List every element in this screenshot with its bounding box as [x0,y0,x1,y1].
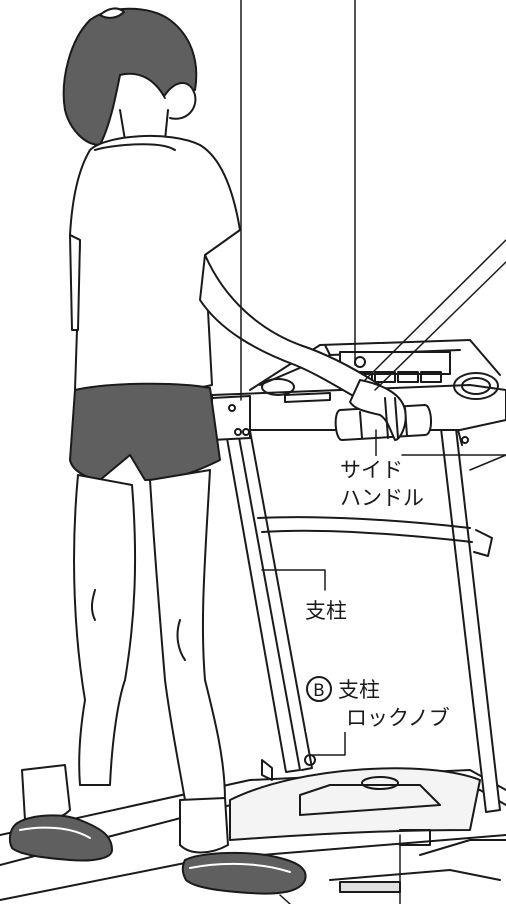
pillar-label: 支柱 [305,597,347,625]
side-handle-label: サイド ハンドル [340,456,424,512]
pillar-lock-knob-label-line2: ロックノブ [346,706,450,730]
side-handle-label-line1: サイド [340,458,403,482]
treadmill-deck [0,767,506,901]
woman-figure [8,7,407,895]
marker-b-icon: B [306,676,332,702]
leader-lines [240,0,506,904]
side-handle-label-line2: ハンドル [340,486,424,510]
pillar-lock-knob-label-line1: 支柱 [338,678,380,702]
